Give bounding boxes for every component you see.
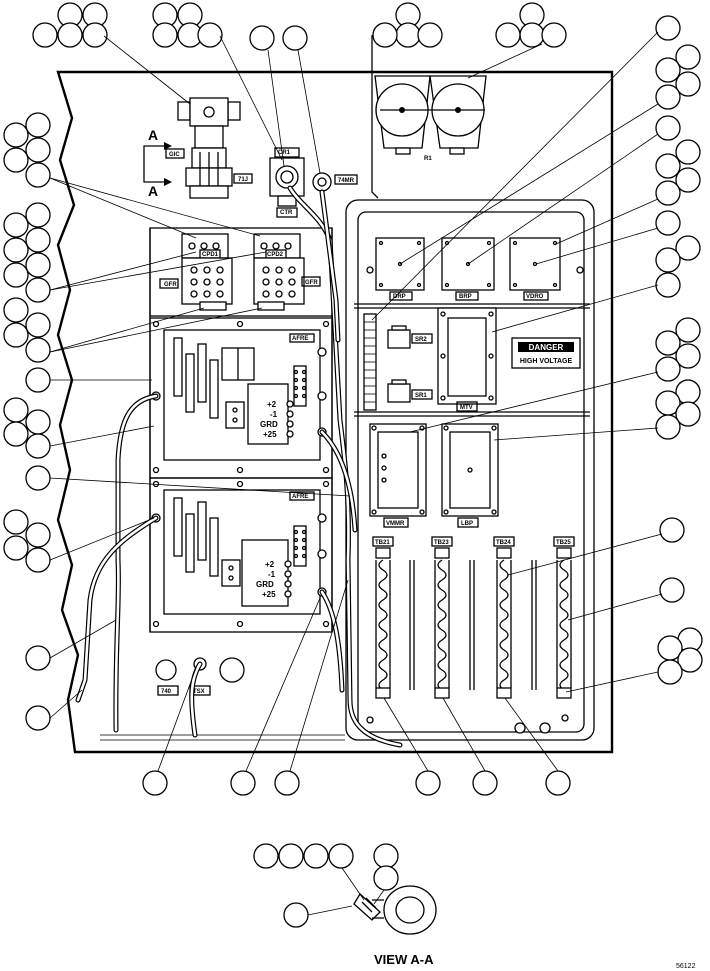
terminal-block-tb21: TB21 [372, 536, 394, 699]
callout-bubbles [3, 2, 703, 928]
terminal-block-tb23: TB23 [431, 536, 453, 699]
t4mr-label: 74MR [338, 178, 355, 184]
vmmr-module: VMMR [369, 423, 427, 528]
t1j-label: 71J [238, 177, 248, 183]
ctr-label: CTR [280, 210, 293, 216]
terminal-block-tb24: TB24 [493, 536, 515, 699]
t4mr-terminal: 74MR [312, 172, 358, 192]
brp-label: BRP [459, 294, 472, 300]
sr1-label: SR1 [415, 393, 427, 399]
vmmr-label: VMMR [386, 521, 405, 527]
section-a-top: A [148, 127, 158, 143]
vdro-label: VDRO [526, 294, 544, 300]
view-a-a-detail: VIEW A-A 56122 [353, 885, 696, 970]
section-marker: A A [143, 127, 172, 199]
figure-number: 56122 [676, 963, 696, 970]
terminal-column-upper [293, 365, 307, 407]
vdro-module: VDRO [509, 237, 561, 301]
drp-module: DRP [375, 237, 425, 301]
tb24-label: TB24 [496, 540, 511, 546]
lower-term-3: GRD [256, 580, 274, 589]
sr2-label: SR2 [415, 337, 427, 343]
lbp-module: LBP [441, 423, 499, 528]
tb25-label: TB25 [556, 540, 571, 546]
sr2-device: SR2 [387, 325, 433, 349]
terminal-block-tb25: TB25 [553, 536, 575, 699]
upper-term-3: GRD [260, 420, 278, 429]
mtv-module: MTV [437, 307, 497, 412]
danger-sign: DANGER HIGH VOLTAGE [511, 337, 581, 369]
drp-label: DRP [393, 294, 406, 300]
tsx-label: TSX [193, 689, 205, 695]
afr-upper-label: AFRE [292, 336, 308, 342]
t4q-label: 740 [161, 689, 172, 695]
section-a-bottom: A [148, 183, 158, 199]
view-title: VIEW A-A [374, 952, 434, 967]
gic-device: GIC 71J [165, 97, 253, 199]
cr1-device: CR1 CTR [269, 147, 305, 218]
wire-harness [75, 185, 403, 748]
r1-label: R1 [424, 156, 432, 162]
cpd2-label: CPD2 [267, 252, 284, 258]
lower-term-1: +2 [265, 560, 275, 569]
afr-lower-label: AFRE [292, 494, 308, 500]
terminal-column-lower [293, 525, 307, 567]
leader-lines [49, 31, 663, 916]
vertical-terminal-strip [363, 313, 377, 411]
tb23-label: TB23 [434, 540, 449, 546]
r1-resistor: R1 [374, 75, 487, 162]
brp-module: BRP [441, 237, 495, 301]
high-voltage-text: HIGH VOLTAGE [520, 358, 573, 365]
upper-term-4: +25 [263, 430, 277, 439]
upper-term-1: +2 [267, 400, 277, 409]
lbp-label: LBP [461, 521, 473, 527]
mtv-label: MTV [460, 405, 473, 411]
sr1-device: SR1 [387, 379, 433, 403]
cpd-chassis: CPD1 CPD2 GFR GFR [149, 227, 333, 317]
danger-text: DANGER [529, 343, 564, 352]
lower-term-2: -1 [268, 570, 276, 579]
panel-outline [56, 70, 614, 754]
afre-card-lower: +2 -1 GRD +25 AFRE [149, 477, 333, 633]
gfr-left-label: GFR [164, 282, 177, 288]
cr1-label: CR1 [278, 150, 291, 156]
tb21-label: TB21 [375, 540, 390, 546]
lower-term-4: +25 [262, 590, 276, 599]
gfr-right-label: GFR [305, 280, 318, 286]
afre-card-upper: +2 -1 GRD +25 AFRE [149, 317, 333, 479]
gic-label: GIC [169, 152, 180, 158]
upper-term-2: -1 [270, 410, 278, 419]
cpd1-label: CPD1 [202, 252, 219, 258]
